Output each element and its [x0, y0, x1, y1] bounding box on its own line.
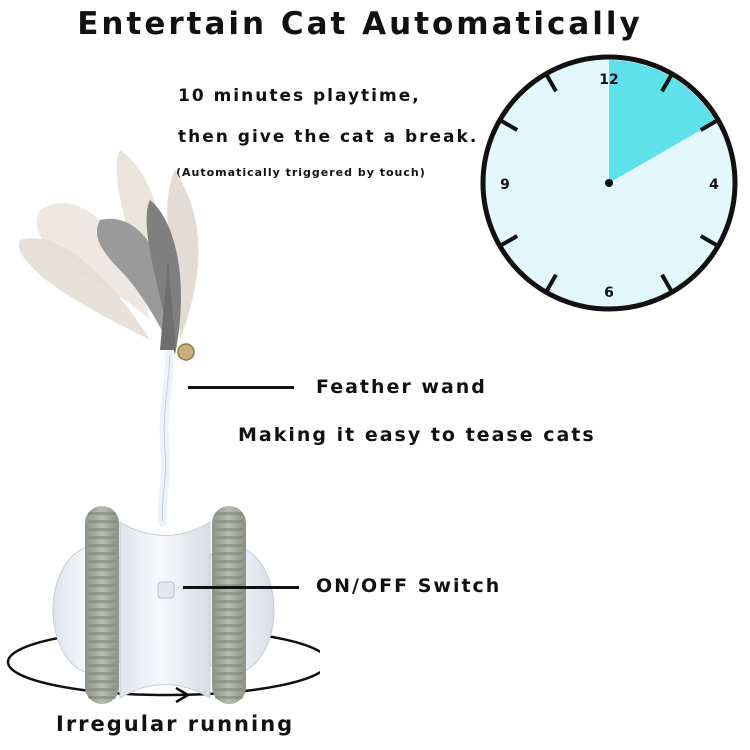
irregular-running-label: Irregular running: [56, 712, 295, 736]
clock-label-12: 12: [599, 72, 618, 88]
wheel-tread: [215, 600, 243, 603]
wheel-tread: [215, 560, 243, 563]
wheel-tread: [88, 568, 116, 571]
clock-ticks: [500, 74, 718, 292]
clock-label-4: 4: [709, 177, 719, 193]
wheel-tread: [215, 616, 243, 619]
clock-tick: [500, 119, 519, 132]
wheel-tread: [215, 696, 243, 699]
wheel-tread: [215, 520, 243, 523]
break-text: then give the cat a break.: [178, 127, 479, 147]
clock-illustration: 12 4 6 9: [480, 54, 738, 312]
wheel-tread: [215, 552, 243, 555]
clock-tick: [660, 74, 673, 93]
clock-tick: [699, 234, 718, 247]
wheel-tread: [88, 600, 116, 603]
on-off-switch: [157, 581, 175, 599]
wheel-tread: [88, 672, 116, 675]
wheel-tread: [88, 624, 116, 627]
wheel-tread: [215, 512, 243, 515]
wheel-tread: [88, 576, 116, 579]
clock-tick: [660, 273, 673, 292]
switch-leader-line: [183, 586, 299, 589]
wheel-tread: [215, 568, 243, 571]
clock-highlight-wedge: [609, 60, 716, 183]
wheel-tread: [88, 696, 116, 699]
wheel-tread: [88, 640, 116, 643]
wheel-tread: [215, 680, 243, 683]
clock-label-6: 6: [604, 285, 614, 301]
wheel-tread: [215, 576, 243, 579]
trigger-note: (Automatically triggered by touch): [176, 166, 426, 179]
feather-wand-label: Feather wand: [316, 376, 487, 398]
wheel-tread: [215, 632, 243, 635]
wheel-tread: [88, 544, 116, 547]
on-off-switch-label: ON/OFF Switch: [316, 575, 502, 597]
bell-icon: [177, 343, 195, 361]
wheel-tread: [215, 624, 243, 627]
wheel-tread: [88, 680, 116, 683]
wheel-tread: [215, 528, 243, 531]
clock-tick: [545, 273, 558, 292]
wheel-tread: [88, 608, 116, 611]
clock-tick: [500, 234, 519, 247]
cat-toy-illustration: [6, 150, 320, 704]
wheel-tread: [88, 560, 116, 563]
clock-tick: [545, 74, 558, 93]
wheel-treads: [88, 512, 243, 699]
playtime-text: 10 minutes playtime,: [178, 86, 421, 106]
wheel-tread: [88, 616, 116, 619]
feather-wand-description: Making it easy to tease cats: [238, 424, 596, 446]
wheel-tread: [88, 656, 116, 659]
clock-label-9: 9: [500, 177, 510, 193]
wheel-tread: [215, 688, 243, 691]
feather-leader-line: [188, 386, 294, 389]
clock-center-dot: [605, 179, 613, 187]
wheel-tread: [88, 664, 116, 667]
left-wheel: [85, 506, 119, 704]
wheel-tread: [88, 512, 116, 515]
wheel-tread: [215, 608, 243, 611]
right-wheel: [212, 506, 246, 704]
wheel-tread: [215, 648, 243, 651]
clock-tick: [699, 119, 718, 132]
wheel-tread: [215, 640, 243, 643]
wheel-tread: [215, 544, 243, 547]
wheel-tread: [88, 648, 116, 651]
wheel-tread: [88, 584, 116, 587]
running-direction-arrow-icon: [175, 686, 191, 704]
wheel-tread: [215, 672, 243, 675]
wheel-tread: [215, 656, 243, 659]
wheel-tread: [88, 592, 116, 595]
wheel-tread: [215, 536, 243, 539]
feather-wand-outline: [161, 354, 171, 523]
wheel-tread: [88, 632, 116, 635]
wheel-tread: [215, 664, 243, 667]
wheel-tread: [88, 528, 116, 531]
wheel-tread: [215, 592, 243, 595]
headline: Entertain Cat Automatically: [77, 6, 643, 42]
wheel-tread: [88, 520, 116, 523]
feather-plume: [18, 150, 199, 355]
wheel-tread: [88, 688, 116, 691]
wheel-tread: [88, 552, 116, 555]
wheel-tread: [88, 536, 116, 539]
